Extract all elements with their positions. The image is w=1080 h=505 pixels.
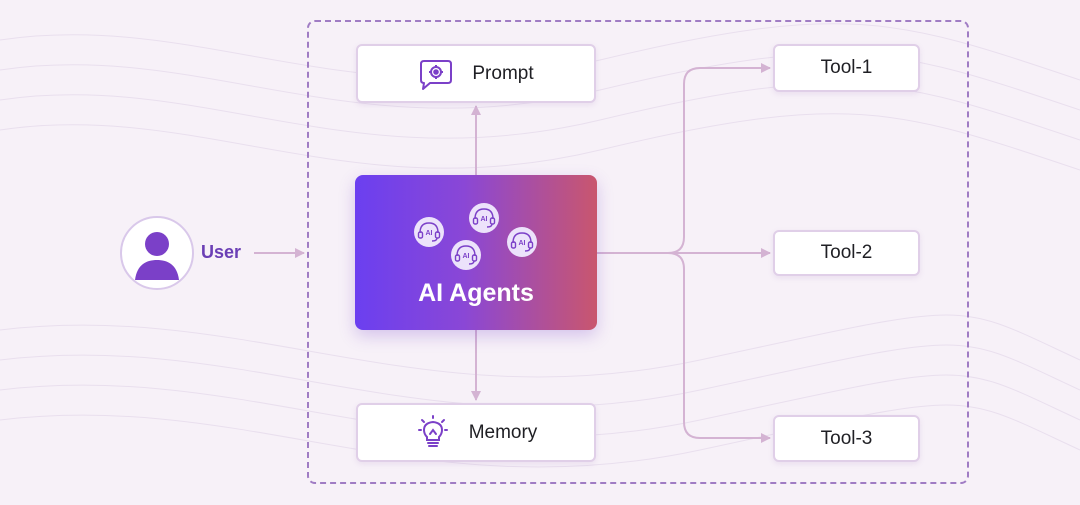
svg-text:AI: AI	[426, 230, 433, 237]
ai-headset-icon: AI	[469, 203, 499, 233]
svg-text:AI: AI	[463, 253, 470, 260]
tool-3-label: Tool-3	[820, 427, 873, 449]
ai-headset-icon: AI	[414, 217, 444, 247]
system-boundary	[307, 20, 969, 484]
user-label: User	[201, 242, 242, 262]
tool-2-label: Tool-2	[820, 242, 873, 263]
prompt-label: Prompt	[472, 62, 534, 84]
user-icon	[135, 232, 179, 280]
tool-2-node: Tool-2	[773, 230, 920, 276]
memory-label: Memory	[468, 421, 538, 443]
user-avatar	[120, 216, 194, 290]
svg-text:AI: AI	[481, 216, 488, 223]
tool-1-node: Tool-1	[773, 44, 920, 92]
memory-node: Memory	[356, 403, 596, 462]
lightbulb-icon	[415, 414, 451, 451]
ai-headset-icon: AI	[507, 227, 537, 257]
ai-headset-icon: AI	[451, 240, 481, 270]
svg-text:AI: AI	[519, 240, 526, 247]
chat-gear-icon	[418, 56, 454, 92]
tool-1-label: Tool-1	[820, 57, 873, 78]
tool-3-node: Tool-3	[773, 415, 920, 462]
ai-agents-title: AI Agents	[418, 279, 534, 307]
ai-agents-node: AI AI AI AI AI Agents	[355, 175, 597, 330]
prompt-node: Prompt	[356, 44, 596, 103]
